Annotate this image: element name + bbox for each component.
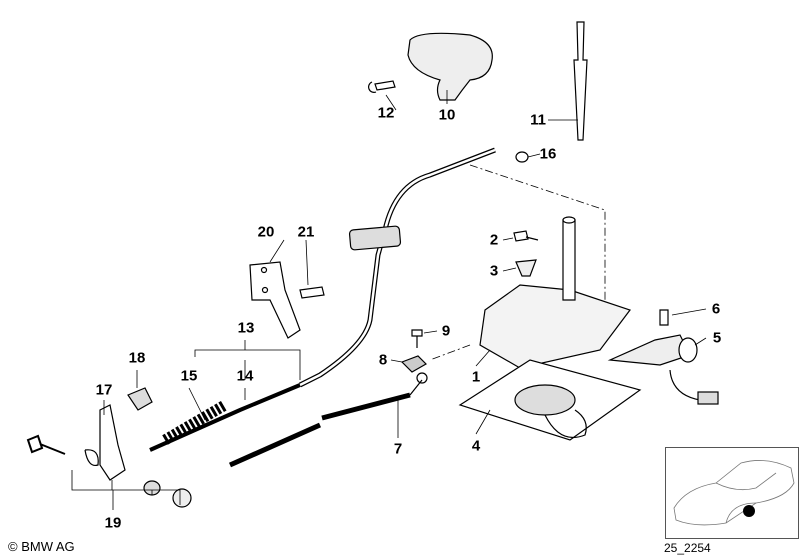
bolt-19 (26, 434, 66, 455)
clip-3 (515, 259, 537, 277)
diagram-reference: 25_2254 (664, 541, 711, 555)
shift-knob (407, 32, 493, 101)
lever-17 (99, 404, 126, 481)
callout-6[interactable]: 6 (711, 300, 721, 318)
callout-5[interactable]: 5 (712, 329, 722, 347)
callout-18[interactable]: 18 (128, 349, 146, 367)
screw-9 (411, 329, 423, 348)
callout-1[interactable]: 1 (471, 368, 481, 386)
callout-7[interactable]: 7 (393, 440, 403, 458)
callout-12[interactable]: 12 (377, 104, 395, 122)
callout-15[interactable]: 15 (180, 367, 198, 385)
clamp-8 (400, 355, 427, 373)
callout-4[interactable]: 4 (471, 437, 481, 455)
callout-9[interactable]: 9 (441, 322, 451, 340)
callout-19[interactable]: 19 (104, 514, 122, 532)
bracket-20 (249, 261, 301, 339)
car-outline-icon (673, 460, 795, 526)
callout-3[interactable]: 3 (489, 262, 499, 280)
washer-16 (515, 151, 529, 163)
selector-cable (298, 147, 496, 388)
connector (697, 391, 719, 405)
callout-16[interactable]: 16 (539, 145, 557, 163)
callout-13[interactable]: 13 (237, 319, 255, 337)
vehicle-location-inset (665, 447, 799, 539)
bellows-15 (162, 400, 228, 445)
callout-8[interactable]: 8 (378, 351, 388, 369)
callout-2[interactable]: 2 (489, 231, 499, 249)
rod-lower (228, 422, 322, 468)
callout-21[interactable]: 21 (297, 223, 315, 241)
callout-17[interactable]: 17 (95, 381, 113, 399)
callout-11[interactable]: 11 (530, 111, 546, 129)
callout-20[interactable]: 20 (257, 223, 275, 241)
screw-12 (368, 80, 396, 93)
nut-18 (127, 387, 153, 411)
callout-10[interactable]: 10 (438, 106, 456, 124)
shift-lever-11 (573, 21, 588, 141)
copyright: © BMW AG (8, 539, 75, 554)
location-marker (743, 505, 755, 517)
screw-2 (513, 230, 539, 242)
switch-5 (607, 334, 691, 366)
shift-housing-1 (479, 284, 631, 369)
callout-14[interactable]: 14 (236, 367, 254, 385)
cable-grommet (348, 225, 402, 251)
screw-6 (659, 309, 669, 326)
shift-cable-14 (149, 383, 301, 452)
rod-7 (321, 392, 411, 421)
screw-21 (299, 286, 325, 299)
